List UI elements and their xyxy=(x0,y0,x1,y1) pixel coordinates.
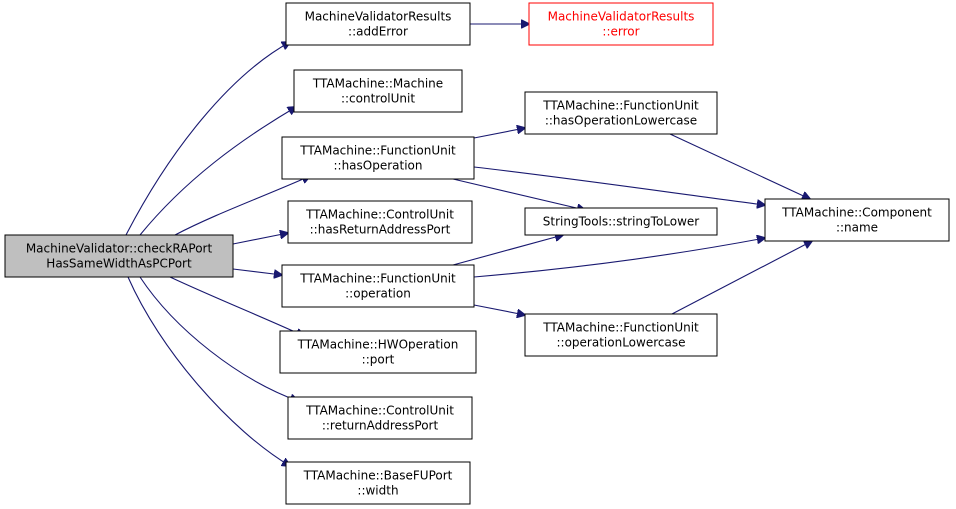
node-n9[interactable]: TTAMachine::FunctionUnit::operation xyxy=(281,264,475,308)
node-box[interactable] xyxy=(764,198,950,242)
edge-arrow xyxy=(169,276,304,336)
node-n8[interactable]: TTAMachine::ControlUnit::hasReturnAddres… xyxy=(287,200,473,244)
edge-n0-n9 xyxy=(232,268,282,275)
edge-arrow xyxy=(671,241,812,315)
node-label-line: TTAMachine::ControlUnit xyxy=(305,208,454,222)
node-label-line: TTAMachine::FunctionUnit xyxy=(299,144,456,158)
node-label-line: TTAMachine::FunctionUnit xyxy=(542,99,699,113)
edge-arrow xyxy=(473,238,765,278)
edge-n5-n6 xyxy=(669,133,810,199)
edge-n0-n13 xyxy=(127,276,290,466)
edge-arrow xyxy=(473,166,765,205)
edge-n9-n6 xyxy=(473,238,765,278)
node-label-line: ::operation xyxy=(345,287,411,301)
node-box[interactable] xyxy=(528,2,714,46)
node-label-line: ::controlUnit xyxy=(341,92,415,106)
edge-arrow xyxy=(174,176,310,236)
node-n1[interactable]: MachineValidatorResults::addError xyxy=(285,2,471,46)
node-label-line: ::hasOperation xyxy=(333,159,422,173)
edge-arrow xyxy=(125,42,290,236)
node-box[interactable] xyxy=(4,234,234,278)
node-box[interactable] xyxy=(524,91,718,135)
edge-n0-n12 xyxy=(139,276,298,401)
edge-arrow xyxy=(473,128,525,139)
node-label-line: ::port xyxy=(362,353,395,367)
edge-n0-n4 xyxy=(174,176,310,236)
node-label-line: ::returnAddressPort xyxy=(322,419,439,433)
edge-n0-n8 xyxy=(232,233,288,245)
node-label-line: ::width xyxy=(357,484,398,498)
edge-n0-n3 xyxy=(139,107,296,236)
edge-arrow xyxy=(127,276,290,466)
node-n2[interactable]: MachineValidatorResults::error xyxy=(528,2,714,46)
edge-n4-n6 xyxy=(473,166,765,205)
edge-n9-n10 xyxy=(473,304,525,315)
node-box[interactable] xyxy=(524,313,718,357)
node-label-line: MachineValidator::checkRAPort xyxy=(26,242,213,256)
node-box[interactable] xyxy=(281,264,475,308)
edge-arrow xyxy=(473,304,525,315)
node-label-line: ::hasReturnAddressPort xyxy=(310,223,451,237)
edge-n0-n1 xyxy=(125,42,290,236)
node-box[interactable] xyxy=(281,136,475,180)
node-label-line: TTAMachine::FunctionUnit xyxy=(542,321,699,335)
node-label-line: MachineValidatorResults xyxy=(305,10,452,24)
edge-n0-n11 xyxy=(169,276,304,336)
edge-arrow xyxy=(452,235,563,266)
node-label-line: ::addError xyxy=(348,25,408,39)
node-box[interactable] xyxy=(285,461,471,505)
node-n12[interactable]: TTAMachine::ControlUnit::returnAddressPo… xyxy=(287,396,473,440)
node-n5[interactable]: TTAMachine::FunctionUnit::hasOperationLo… xyxy=(524,91,718,135)
edge-arrow xyxy=(669,133,810,199)
edge-n4-n7 xyxy=(452,178,585,210)
edge-arrow xyxy=(232,233,288,245)
edge-n4-n5 xyxy=(473,128,525,139)
node-box[interactable] xyxy=(287,200,473,244)
node-n13[interactable]: TTAMachine::BaseFUPort::width xyxy=(285,461,471,505)
edge-n10-n6 xyxy=(671,241,812,315)
node-label-line: ::hasOperationLowercase xyxy=(545,114,697,128)
node-label-line: MachineValidatorResults xyxy=(548,10,695,24)
node-label-line: HasSameWidthAsPCPort xyxy=(46,257,192,271)
node-n11[interactable]: TTAMachine::HWOperation::port xyxy=(279,330,477,374)
edge-arrow xyxy=(139,276,298,401)
edge-arrow xyxy=(139,107,296,236)
node-label-line: TTAMachine::FunctionUnit xyxy=(299,272,456,286)
node-n4[interactable]: TTAMachine::FunctionUnit::hasOperation xyxy=(281,136,475,180)
node-n6[interactable]: TTAMachine::Component::name xyxy=(764,198,950,242)
node-box[interactable] xyxy=(285,2,471,46)
node-box[interactable] xyxy=(279,330,477,374)
nodes-layer: MachineValidator::checkRAPortHasSameWidt… xyxy=(4,2,950,505)
node-n3[interactable]: TTAMachine::Machine::controlUnit xyxy=(293,69,463,113)
node-label-line: TTAMachine::HWOperation xyxy=(297,338,459,352)
node-box[interactable] xyxy=(524,207,718,236)
node-label-line: TTAMachine::Component xyxy=(781,206,932,220)
node-label-line: ::name xyxy=(836,221,878,235)
edge-arrow xyxy=(452,178,585,210)
node-label-line: TTAMachine::BaseFUPort xyxy=(303,469,453,483)
node-box[interactable] xyxy=(293,69,463,113)
node-label-line: StringTools::stringToLower xyxy=(543,215,700,229)
node-label-line: ::operationLowercase xyxy=(557,336,686,350)
node-box[interactable] xyxy=(287,396,473,440)
node-label-line: TTAMachine::Machine xyxy=(312,77,443,91)
node-n7[interactable]: StringTools::stringToLower xyxy=(524,207,718,236)
node-label-line: ::error xyxy=(602,25,639,39)
edges-layer xyxy=(125,24,812,466)
node-label-line: TTAMachine::ControlUnit xyxy=(305,404,454,418)
edge-arrow xyxy=(232,268,282,275)
node-n0[interactable]: MachineValidator::checkRAPortHasSameWidt… xyxy=(4,234,234,278)
node-n10[interactable]: TTAMachine::FunctionUnit::operationLower… xyxy=(524,313,718,357)
edge-n9-n7 xyxy=(452,235,563,266)
